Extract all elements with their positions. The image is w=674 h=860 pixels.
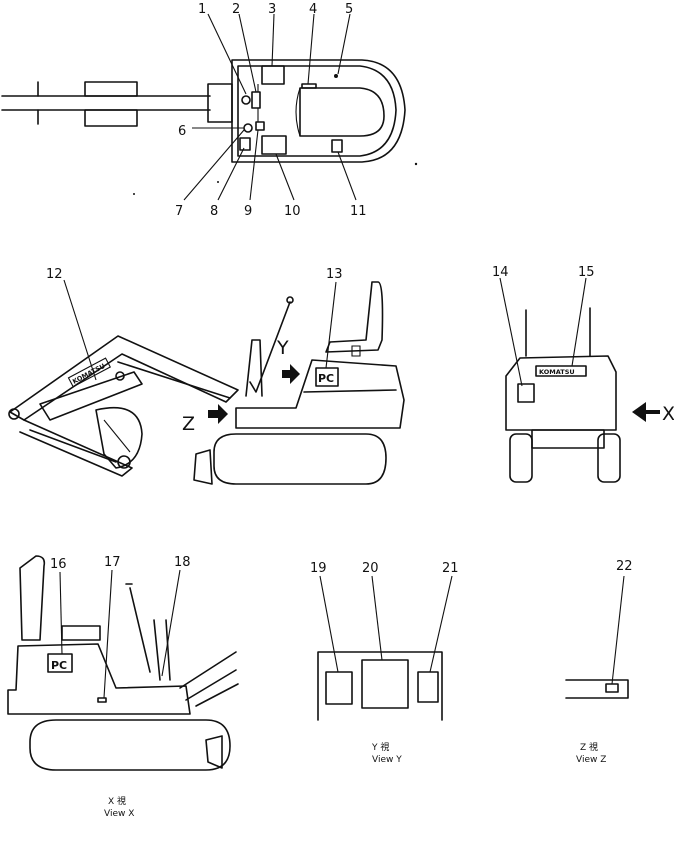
callout-2: 2 [232,2,240,17]
callout-6: 6 [178,124,186,139]
callout-7: 7 [175,204,183,219]
view-y-caption: View Y [372,755,402,765]
callout-20: 20 [362,561,379,576]
arrow-y-label: Y [276,337,289,359]
pc-plate-x: PC [51,659,67,672]
view-x-caption: View X [104,809,134,819]
arrow-z-label: Z [182,413,195,435]
callout-1: 1 [198,2,206,17]
top-view [1,13,418,201]
callout-12: 12 [46,267,63,282]
callout-10: 10 [284,204,301,219]
callout-14: 14 [492,265,509,280]
callout-4: 4 [309,2,317,17]
callout-11: 11 [350,204,367,219]
callout-13: 13 [326,267,343,282]
callout-17: 17 [104,555,121,570]
callout-22: 22 [616,559,633,574]
callout-3: 3 [268,2,276,17]
callout-16: 16 [50,557,67,572]
rear-view: KOMATSU X [499,277,674,483]
callout-19: 19 [310,561,327,576]
view-z: Z 視 View Z [565,575,629,765]
view-y-kanji: Y 視 [371,741,389,753]
view-x-kanji: X 視 [108,795,126,807]
callout-8: 8 [210,204,218,219]
callout-5: 5 [345,2,353,17]
side-view: KOMATSU PC Y Z [8,279,405,485]
callout-numbers: 1 2 3 4 5 6 7 8 9 10 11 12 13 14 15 16 1… [46,2,633,576]
callout-18: 18 [174,555,191,570]
view-y: Y 視 View Y [317,575,453,765]
callout-21: 21 [442,561,459,576]
view-z-caption: View Z [576,755,606,765]
callout-15: 15 [578,265,595,280]
view-x: PC X 視 View X [7,555,239,819]
brand-rear: KOMATSU [539,368,575,376]
arrow-x-label: X [662,403,674,425]
pc-plate-side: PC [318,372,334,385]
callout-9: 9 [244,204,252,219]
view-z-kanji: Z 視 [580,741,598,753]
